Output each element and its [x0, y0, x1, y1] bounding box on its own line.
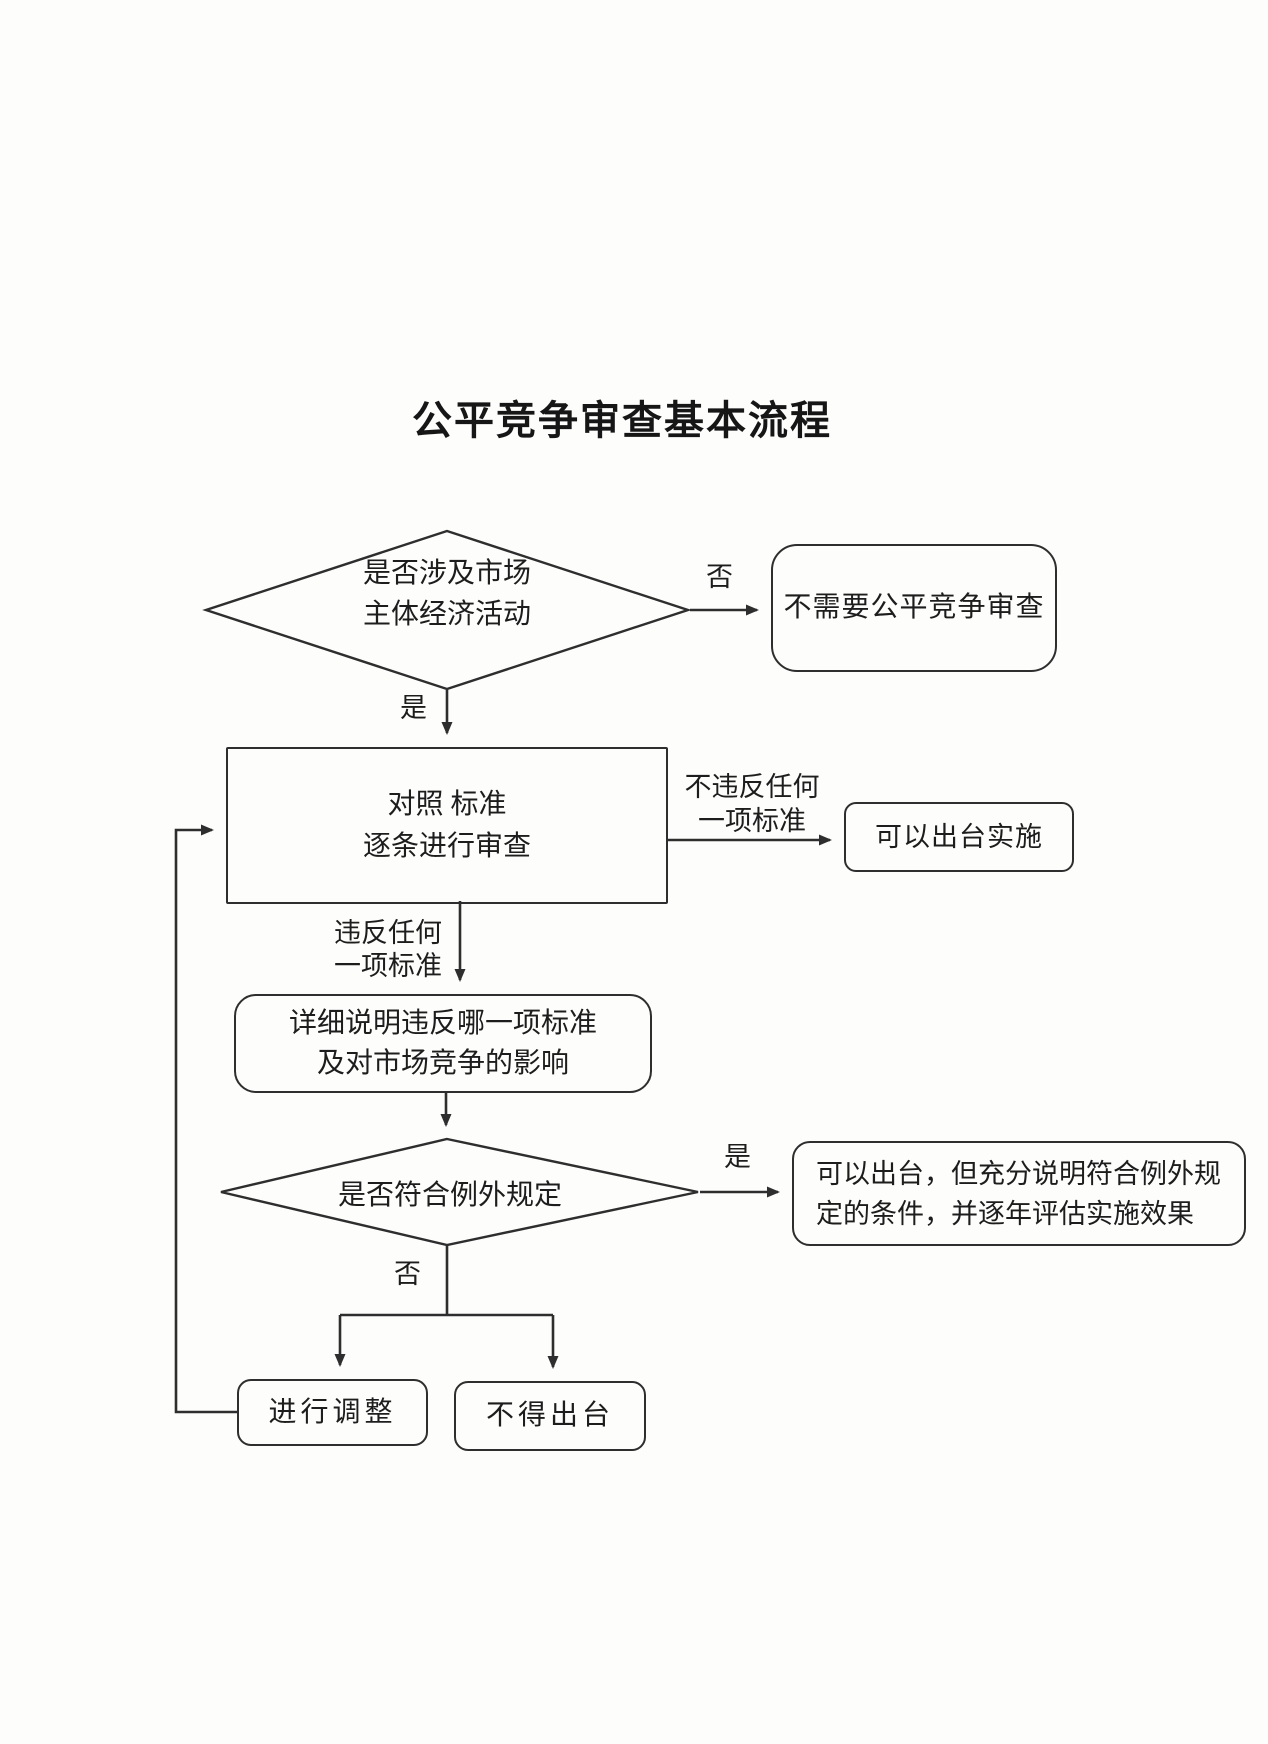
edge-label-yes-2: 是	[724, 1142, 751, 1172]
node-can-issue: 可以出台实施	[844, 802, 1074, 872]
decision-exception-shape	[220, 1137, 699, 1247]
node-review-line1: 对照 标准	[387, 788, 507, 820]
edge-label-violation-line2: 一项标准	[334, 951, 442, 981]
node-adjust-label: 进行调整	[268, 1396, 397, 1428]
decision-exception-label: 是否符合例外规定	[337, 1180, 562, 1211]
node-issue-with-conditions-line1: 可以出台，但充分说明符合例外规	[816, 1158, 1221, 1189]
edge-label-no-1: 否	[706, 562, 733, 592]
node-no-review-needed: 不需要公平竞争审查	[771, 544, 1057, 672]
node-explain-violation-line2: 及对市场竞争的影响	[316, 1047, 569, 1079]
edge-label-violation-line1: 违反任何	[334, 918, 442, 948]
node-adjust: 进行调整	[237, 1379, 428, 1446]
arrow-adjust-loop-to-review	[174, 824, 237, 1414]
page-title: 公平竞争审查基本流程	[412, 398, 832, 443]
node-must-not-issue: 不得出台	[454, 1381, 646, 1451]
node-issue-with-conditions-line2: 定的条件，并逐年评估实施效果	[816, 1198, 1194, 1229]
node-explain-violation: 详细说明违反哪一项标准 及对市场竞争的影响	[234, 994, 652, 1093]
connector-d2-no-split	[340, 1246, 553, 1317]
edge-label-violation: 违反任何 一项标准	[318, 917, 458, 983]
decision-market-activity-line2: 主体经济活动	[362, 599, 531, 630]
node-explain-violation-line1: 详细说明违反哪一项标准	[288, 1007, 597, 1039]
node-review-against-standards: 对照 标准 逐条进行审查	[226, 747, 668, 904]
node-issue-with-conditions: 可以出台，但充分说明符合例外规 定的条件，并逐年评估实施效果	[792, 1141, 1246, 1246]
decision-market-activity-label: 是否涉及市场 主体经济活动	[327, 553, 567, 635]
edge-label-no-violation: 不违反任何 一项标准	[682, 770, 822, 838]
edge-label-no-violation-line2: 一项标准	[698, 806, 806, 836]
edge-label-no-2: 否	[394, 1259, 421, 1289]
node-review-line2: 逐条进行审查	[362, 830, 531, 862]
decision-market-activity-line1: 是否涉及市场	[362, 558, 531, 589]
node-must-not-issue-label: 不得出台	[485, 1400, 614, 1431]
edge-label-yes-1: 是	[400, 693, 427, 723]
node-can-issue-label: 可以出台实施	[875, 822, 1043, 852]
node-no-review-needed-label: 不需要公平竞争审查	[783, 592, 1045, 623]
edge-label-no-violation-line1: 不违反任何	[684, 772, 820, 802]
decision-market-activity-shape	[202, 529, 692, 691]
